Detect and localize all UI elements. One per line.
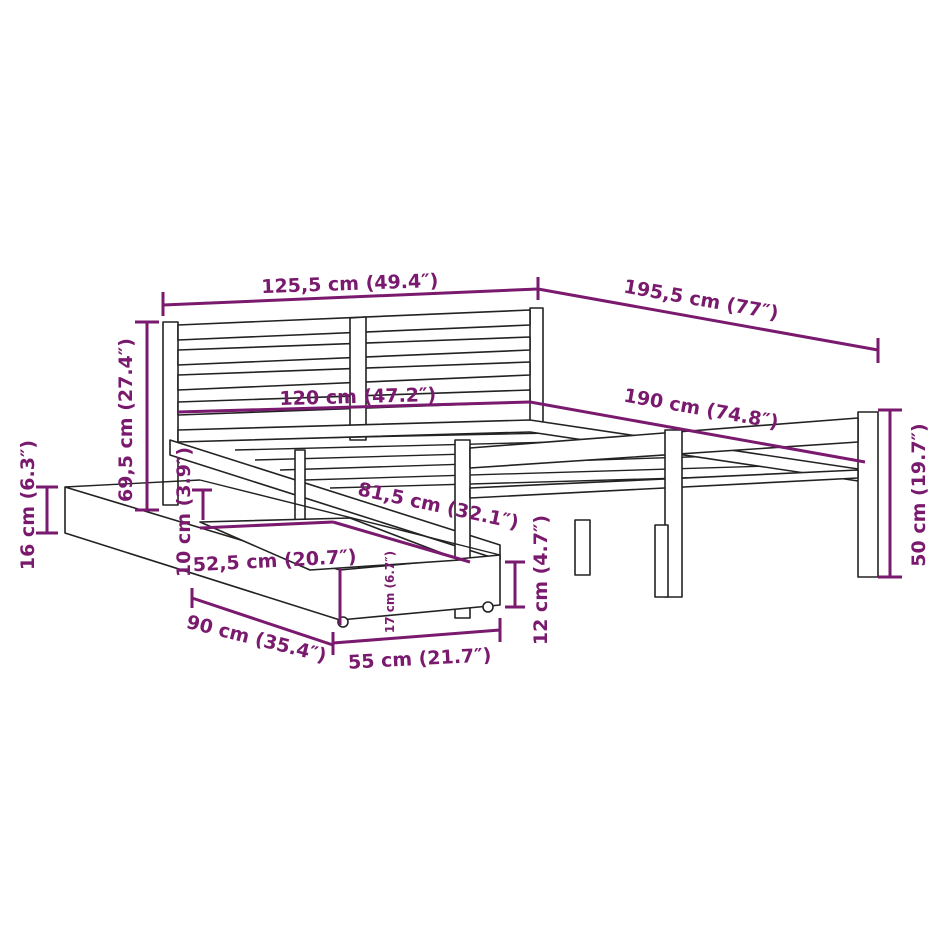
mattress-width-label: 120 cm (47.2″) xyxy=(279,384,436,410)
mattress-length-label: 190 cm (74.8″) xyxy=(622,385,780,434)
dimension-lines xyxy=(36,277,902,655)
under-clearance-label: 10 cm (3.9″) xyxy=(173,447,195,577)
headboard-height-label: 69,5 cm (27.4″) xyxy=(115,338,137,502)
drawer-height-label: 16 cm (6.3″) xyxy=(17,440,39,570)
drawer-side-height-label: 12 cm (4.7″) xyxy=(530,515,552,645)
footboard-height-label: 50 cm (19.7″) xyxy=(908,423,930,566)
drawer-inner-height-label: 17 cm (6.7″) xyxy=(383,551,397,633)
drawer-width-label: 55 cm (21.7″) xyxy=(347,644,491,673)
bed-frame-drawing xyxy=(64,307,879,628)
